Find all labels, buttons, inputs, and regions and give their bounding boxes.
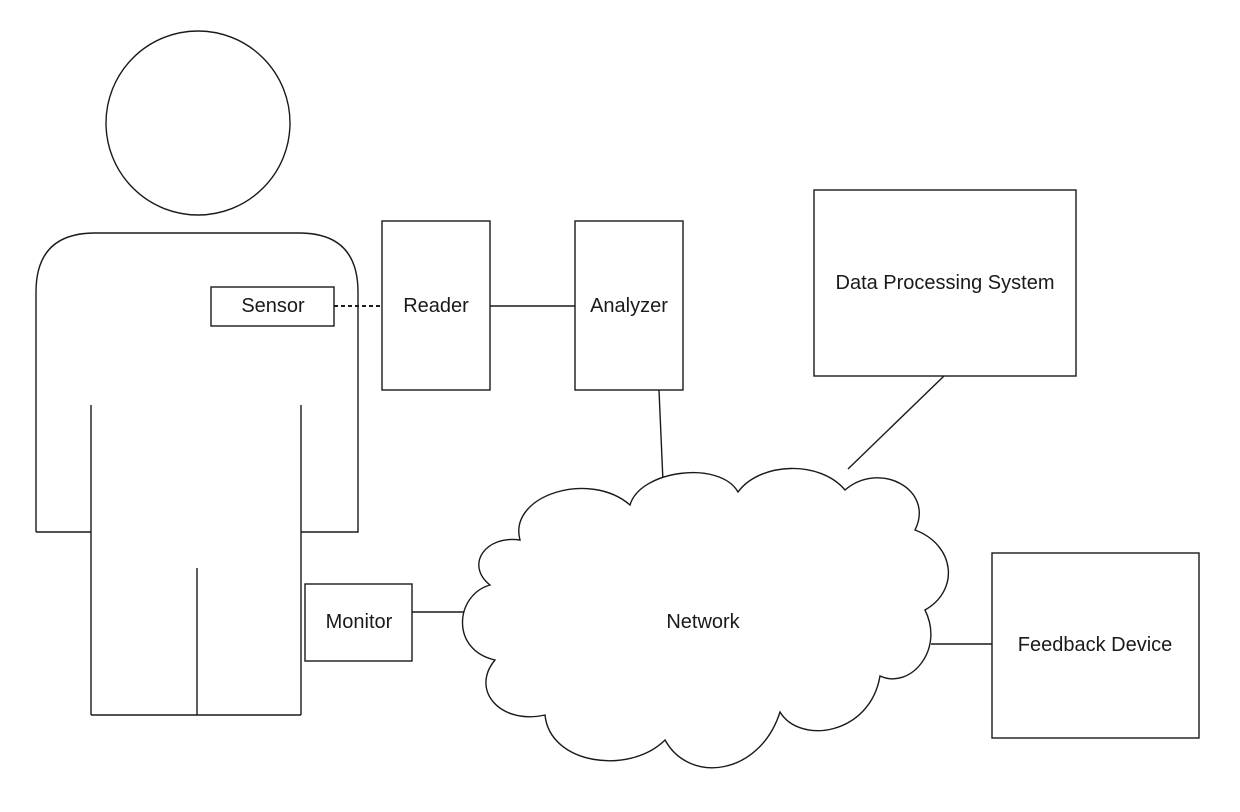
analyzer-network-link [659, 390, 663, 482]
data-processing-system-label: Data Processing System [836, 273, 1055, 293]
reader-label: Reader [403, 296, 469, 316]
analyzer-label: Analyzer [590, 296, 668, 316]
person-head [106, 31, 290, 215]
sensor-label: Sensor [241, 296, 304, 316]
dps-network-link [848, 376, 944, 469]
feedback-device-label: Feedback Device [1018, 635, 1173, 655]
network-label: Network [666, 612, 739, 632]
person-torso [36, 233, 358, 532]
monitor-label: Monitor [326, 612, 393, 632]
